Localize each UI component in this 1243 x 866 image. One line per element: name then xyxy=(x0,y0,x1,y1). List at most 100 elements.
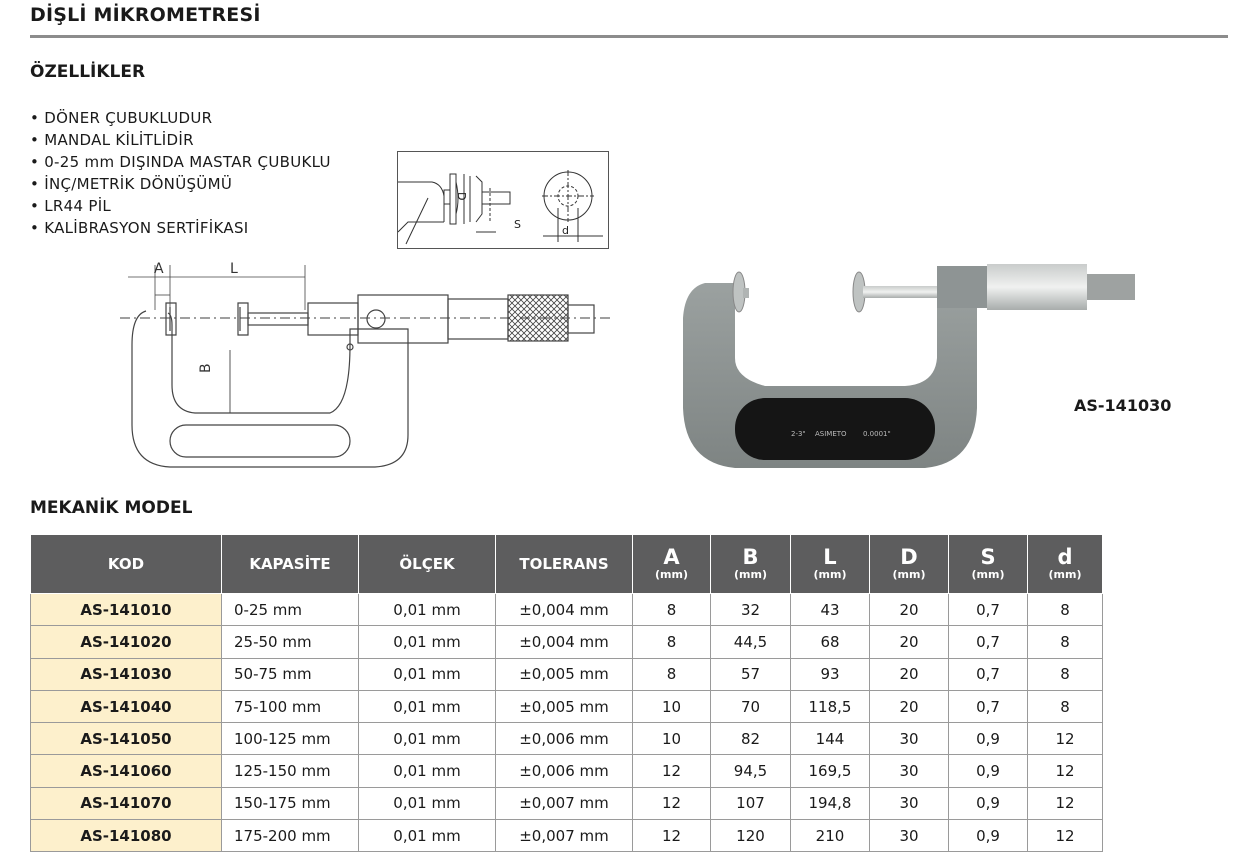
cell-d-big: 20 xyxy=(869,625,949,659)
cell-a: 12 xyxy=(632,754,711,788)
cell-a: 12 xyxy=(632,819,711,853)
cell-l: 118,5 xyxy=(790,689,870,724)
table-row: AS-141020 25-50 mm 0,01 mm ±0,004 mm 8 4… xyxy=(30,625,1103,659)
header-b: B(mm) xyxy=(710,534,791,594)
header-b-label: B xyxy=(742,545,759,569)
header-unit: (mm) xyxy=(1048,568,1082,581)
table-heading: MEKANİK MODEL xyxy=(30,498,193,518)
header-kod: KOD xyxy=(30,534,222,594)
dimension-label-D: D xyxy=(455,192,468,200)
cell-d-small: 12 xyxy=(1027,754,1103,788)
cell-s: 0,9 xyxy=(948,722,1028,756)
dimension-label-A: A xyxy=(154,261,164,277)
cell-olcek: 0,01 mm xyxy=(358,722,496,756)
cell-d-big: 30 xyxy=(869,819,949,853)
header-kapasite: KAPASİTE xyxy=(221,534,359,594)
cell-d-small: 8 xyxy=(1027,625,1103,659)
cell-tolerans: ±0,007 mm xyxy=(495,819,633,853)
table-row: AS-141060 125-150 mm 0,01 mm ±0,006 mm 1… xyxy=(30,754,1103,788)
micrometer-technical-drawing: A L B xyxy=(110,255,630,480)
cell-b: 82 xyxy=(710,722,791,756)
cell-s: 0,9 xyxy=(948,819,1028,853)
dimension-label-L: L xyxy=(230,261,238,277)
cell-l: 169,5 xyxy=(790,754,870,788)
cell-b: 57 xyxy=(710,657,791,691)
features-list: DÖNER ÇUBUKLUDUR MANDAL KİLİTLİDİR 0-25 … xyxy=(30,107,331,239)
cell-d-small: 8 xyxy=(1027,592,1103,627)
disc-detail-diagram: D S d xyxy=(397,151,609,249)
table-header-row: KOD KAPASİTE ÖLÇEK TOLERANS A(mm) B(mm) … xyxy=(30,534,1103,594)
cell-tolerans: ±0,004 mm xyxy=(495,592,633,627)
cell-tolerans: ±0,005 mm xyxy=(495,657,633,691)
cell-kod: AS-141010 xyxy=(30,592,222,627)
header-unit: (mm) xyxy=(734,568,767,581)
header-d-big-label: D xyxy=(900,545,918,569)
dimension-label-B: B xyxy=(198,363,214,373)
cell-olcek: 0,01 mm xyxy=(358,754,496,788)
cell-kapasite: 100-125 mm xyxy=(221,722,359,756)
cell-kapasite: 125-150 mm xyxy=(221,754,359,788)
cell-b: 44,5 xyxy=(710,625,791,659)
feature-item: LR44 PİL xyxy=(30,195,331,217)
frame-range-text: 2-3" xyxy=(791,430,806,438)
header-tolerans: TOLERANS xyxy=(495,534,633,594)
header-a: A(mm) xyxy=(632,534,711,594)
cell-d-small: 12 xyxy=(1027,786,1103,821)
page-title: DİŞLİ MİKROMETRESİ xyxy=(30,4,261,26)
header-l-label: L xyxy=(823,545,837,569)
cell-kod: AS-141080 xyxy=(30,819,222,853)
micrometer-product-photo: 2-3" ASIMETO 0.0001" xyxy=(675,258,1145,473)
header-s: S(mm) xyxy=(948,534,1028,594)
cell-kapasite: 0-25 mm xyxy=(221,592,359,627)
header-unit: (mm) xyxy=(892,568,926,581)
header-olcek: ÖLÇEK xyxy=(358,534,496,594)
cell-olcek: 0,01 mm xyxy=(358,657,496,691)
features-heading: ÖZELLİKLER xyxy=(30,62,146,82)
feature-item: MANDAL KİLİTLİDİR xyxy=(30,129,331,151)
cell-olcek: 0,01 mm xyxy=(358,689,496,724)
header-a-label: A xyxy=(663,545,680,569)
cell-tolerans: ±0,006 mm xyxy=(495,754,633,788)
feature-item: KALİBRASYON SERTİFİKASI xyxy=(30,217,331,239)
cell-olcek: 0,01 mm xyxy=(358,625,496,659)
cell-a: 8 xyxy=(632,625,711,659)
cell-tolerans: ±0,004 mm xyxy=(495,625,633,659)
feature-item: DÖNER ÇUBUKLUDUR xyxy=(30,107,331,129)
table-row: AS-141040 75-100 mm 0,01 mm ±0,005 mm 10… xyxy=(30,689,1103,724)
table-row: AS-141050 100-125 mm 0,01 mm ±0,006 mm 1… xyxy=(30,722,1103,756)
cell-b: 32 xyxy=(710,592,791,627)
cell-tolerans: ±0,006 mm xyxy=(495,722,633,756)
cell-l: 194,8 xyxy=(790,786,870,821)
feature-item: 0-25 mm DIŞINDA MASTAR ÇUBUKLU xyxy=(30,151,331,173)
cell-l: 210 xyxy=(790,819,870,853)
frame-resolution-text: 0.0001" xyxy=(863,430,891,438)
cell-d-big: 30 xyxy=(869,722,949,756)
feature-item: İNÇ/METRİK DÖNÜŞÜMÜ xyxy=(30,173,331,195)
cell-d-small: 12 xyxy=(1027,819,1103,853)
header-unit: (mm) xyxy=(813,568,847,581)
cell-kod: AS-141070 xyxy=(30,786,222,821)
cell-a: 10 xyxy=(632,689,711,724)
frame-brand-text: ASIMETO xyxy=(815,430,847,438)
cell-kapasite: 175-200 mm xyxy=(221,819,359,853)
cell-d-big: 20 xyxy=(869,689,949,724)
cell-kapasite: 150-175 mm xyxy=(221,786,359,821)
cell-kod: AS-141020 xyxy=(30,625,222,659)
cell-olcek: 0,01 mm xyxy=(358,592,496,627)
cell-kapasite: 50-75 mm xyxy=(221,657,359,691)
photo-model-code: AS-141030 xyxy=(1074,396,1172,415)
dimension-label-d: d xyxy=(562,224,569,237)
dimension-label-S: S xyxy=(514,218,521,231)
cell-olcek: 0,01 mm xyxy=(358,786,496,821)
table-row: AS-141030 50-75 mm 0,01 mm ±0,005 mm 8 5… xyxy=(30,657,1103,691)
title-divider xyxy=(30,35,1228,38)
cell-kod: AS-141030 xyxy=(30,657,222,691)
cell-b: 70 xyxy=(710,689,791,724)
cell-d-small: 8 xyxy=(1027,657,1103,691)
cell-a: 10 xyxy=(632,722,711,756)
cell-s: 0,7 xyxy=(948,592,1028,627)
cell-d-big: 20 xyxy=(869,657,949,691)
cell-s: 0,7 xyxy=(948,625,1028,659)
header-unit: (mm) xyxy=(655,568,688,581)
table-body: AS-141010 0-25 mm 0,01 mm ±0,004 mm 8 32… xyxy=(30,592,1103,853)
